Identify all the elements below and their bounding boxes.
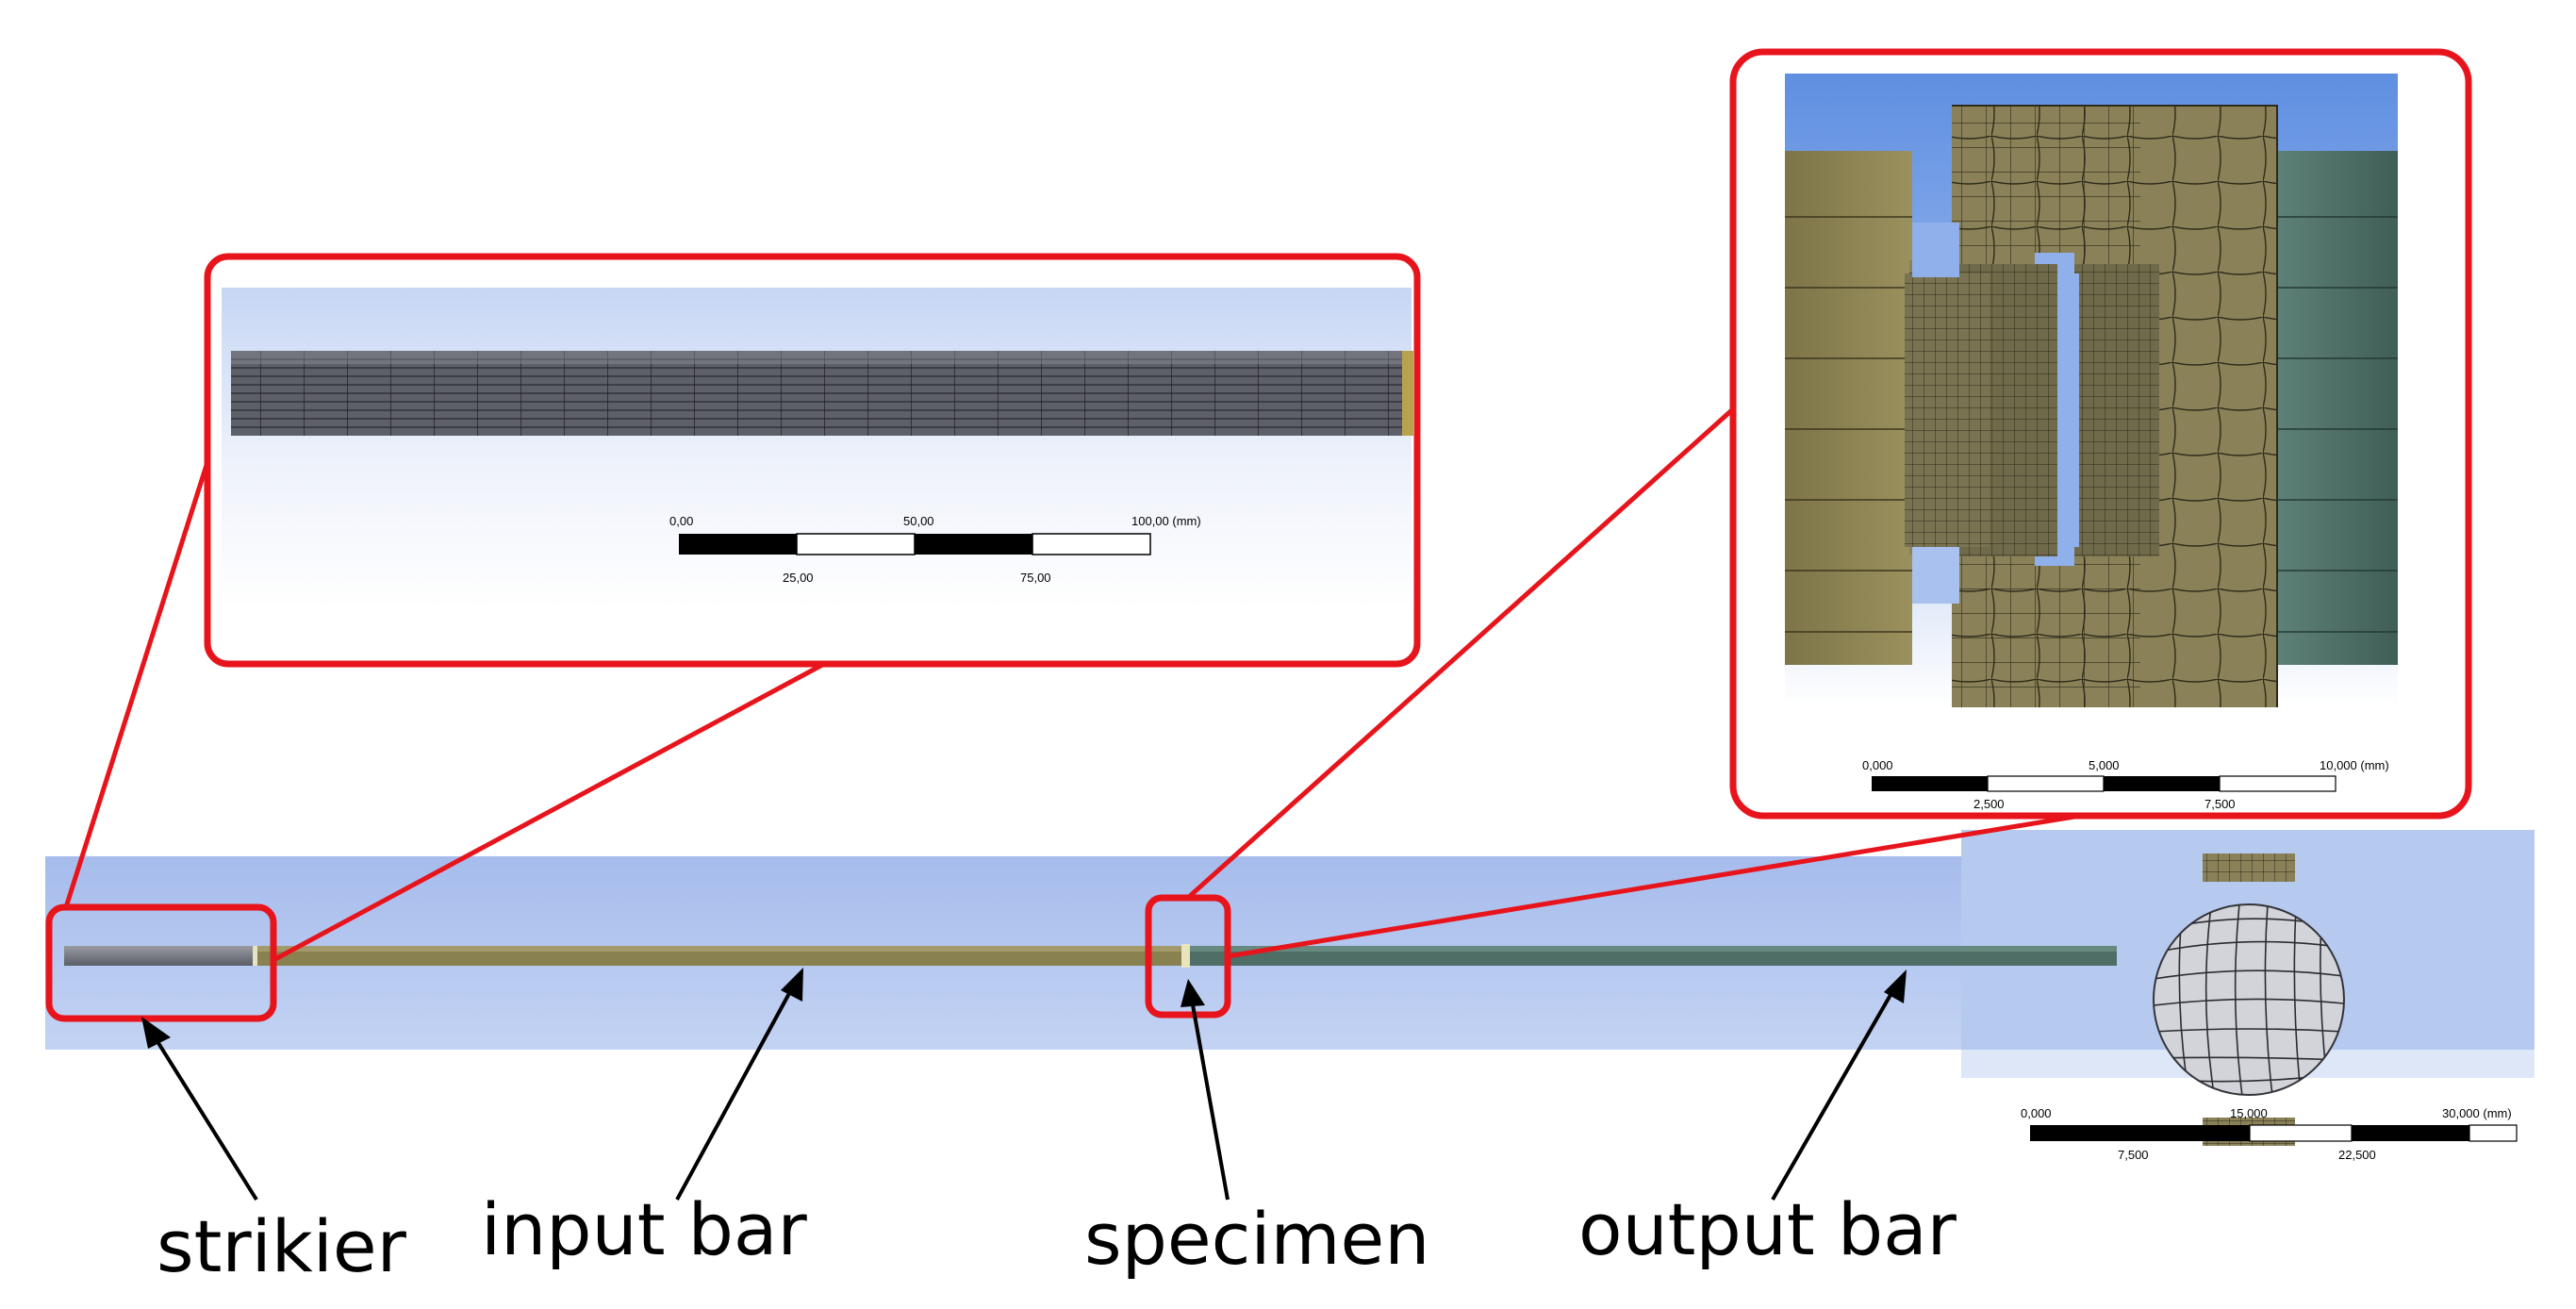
highlight-overlays (45, 406, 2081, 1022)
output-bar-block (2277, 151, 2398, 665)
specimen-slot (2035, 253, 2079, 566)
scale-tick-label: 0,000 (1862, 758, 1893, 772)
scale-tick-label: 100,00 (mm) (1131, 514, 1201, 528)
scale-tick-label: 0,00 (669, 514, 693, 528)
input-detail-viewport (222, 288, 1412, 608)
scale-tick-label: 50,00 (903, 514, 934, 528)
label-striker: strikier (157, 1204, 407, 1288)
striker-gap (253, 946, 257, 966)
scale-tick-label: 25,00 (783, 571, 814, 585)
label-input-bar: input bar (481, 1187, 807, 1271)
cross-section-scale-bar: 0,000 15,000 30,000 (mm) 7,500 22,500 (2021, 1106, 2518, 1162)
striker-highlight-box (45, 903, 277, 1022)
input-detail-frame (204, 253, 1421, 668)
scale-tick-label: 7,500 (2204, 797, 2236, 811)
striker-arrow (152, 1034, 258, 1201)
striker-bar (64, 946, 253, 966)
connector-line (1227, 813, 2081, 959)
scale-tick-label: 10,000 (mm) (2320, 758, 2389, 772)
specimen-detail-frame (1729, 48, 2472, 820)
scale-tick-label: 22,500 (2338, 1148, 2376, 1162)
label-output-bar: output bar (1578, 1187, 1957, 1271)
input-bar-arrow (675, 986, 795, 1201)
specimen-detail-panel: 0,000 5,000 10,000 (mm) 2,500 7,500 (1729, 48, 2472, 820)
scale-tick-label: 2,500 (1973, 797, 2005, 811)
callout-arrows (141, 968, 1907, 1201)
specimen-mesh (1905, 105, 2278, 707)
connector-line (272, 661, 826, 963)
input-bar-end-cap (1402, 351, 1413, 436)
input-bar-detail-panel: 0,00 50,00 100,00 (mm) 25,00 75,00 (204, 253, 1421, 668)
component-labels: strikier input bar specimen output bar (157, 1187, 1957, 1288)
scale-tick-label: 0,000 (2021, 1106, 2052, 1120)
scale-tick-label: 75,00 (1020, 571, 1051, 585)
connector-line (1188, 406, 1737, 898)
input-detail-scale-bar: 0,00 50,00 100,00 (mm) 25,00 75,00 (669, 514, 1201, 585)
specimen (1181, 944, 1190, 968)
specimen-detail-scale-bar: 0,000 5,000 10,000 (mm) 2,500 7,500 (1862, 758, 2389, 811)
specimen-arrow (1190, 999, 1230, 1201)
input-bar-block (1785, 151, 1912, 665)
scale-tick-label: 15,000 (2230, 1106, 2268, 1120)
scale-tick-label: 7,500 (2118, 1148, 2149, 1162)
scale-tick-label: 5,000 (2089, 758, 2120, 772)
label-specimen: specimen (1084, 1197, 1429, 1281)
connector-line (63, 461, 210, 908)
output-bar-arrow (1771, 987, 1896, 1201)
scale-tick-label: 30,000 (mm) (2442, 1106, 2512, 1120)
